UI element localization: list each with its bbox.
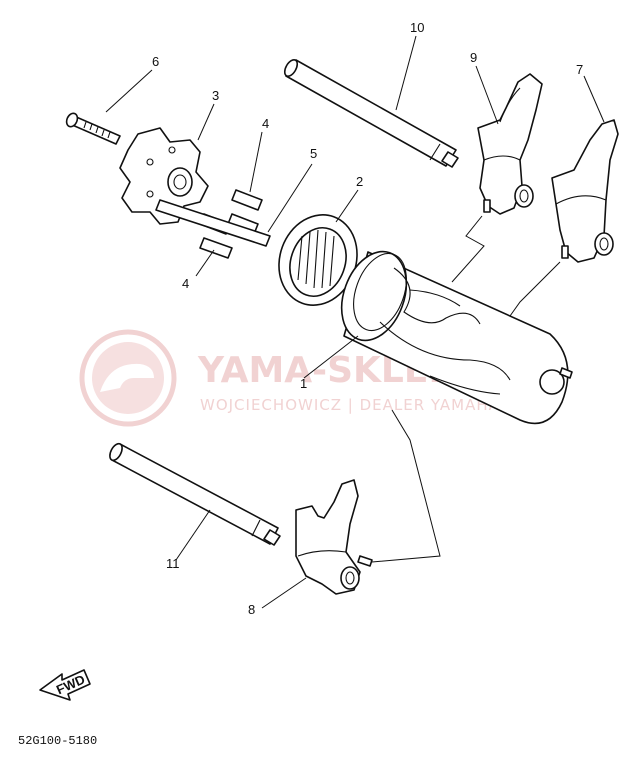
callout-11: 11 bbox=[166, 556, 180, 571]
part-5-pin bbox=[155, 199, 271, 247]
part-11-shift-rod bbox=[109, 442, 281, 546]
leader-lines bbox=[105, 35, 605, 609]
callout-10: 10 bbox=[410, 20, 424, 35]
diagram-code: 52G100-5180 bbox=[18, 734, 97, 748]
part-8-shift-fork bbox=[295, 479, 373, 595]
callout-7: 7 bbox=[576, 62, 583, 77]
callout-2: 2 bbox=[356, 174, 363, 189]
watermark-logo-icon bbox=[79, 329, 177, 427]
callout-5: 5 bbox=[310, 146, 317, 161]
callout-4-upper: 4 bbox=[262, 116, 269, 131]
part-7-shift-fork bbox=[551, 119, 619, 263]
fwd-arrow-icon: FWD bbox=[39, 669, 91, 701]
part-10-shift-rod bbox=[283, 59, 459, 168]
callout-4-lower: 4 bbox=[182, 276, 189, 291]
callout-6: 6 bbox=[152, 54, 159, 69]
callout-3: 3 bbox=[212, 88, 219, 103]
callout-labels: 1 2 3 4 4 5 6 7 8 9 10 11 bbox=[152, 20, 583, 617]
part-1-shift-drum bbox=[340, 250, 573, 425]
part-2-bearing bbox=[278, 214, 358, 306]
part-6-bolt bbox=[65, 112, 121, 145]
callout-8: 8 bbox=[248, 602, 255, 617]
callout-9: 9 bbox=[470, 50, 477, 65]
watermark-tagline: WOJCIECHOWICZ | DEALER YAMAHA bbox=[200, 396, 500, 414]
callout-1: 1 bbox=[300, 376, 307, 391]
part-3-segment bbox=[119, 127, 209, 225]
part-9-shift-fork bbox=[477, 73, 543, 215]
